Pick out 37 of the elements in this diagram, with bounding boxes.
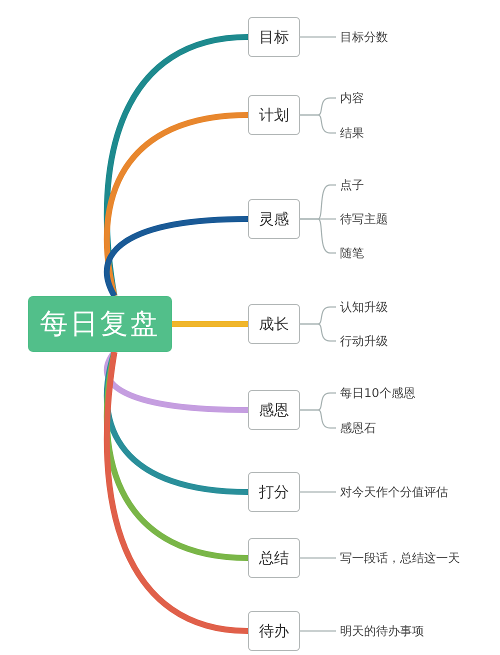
subtopic-text: 认知升级 [340,299,388,315]
subtopic-text: 行动升级 [340,333,388,349]
connector-line [300,491,336,493]
branch-line [172,321,248,327]
subtopic-text: 每日10个感恩 [340,385,416,401]
connector-line [300,114,336,134]
branch-line [104,352,248,634]
subtopic-text: 目标分数 [340,29,388,45]
branch-line [104,112,248,297]
topic-box: 成长 [248,304,300,344]
subtopic-text: 感恩石 [340,420,376,436]
connector-line [300,36,336,38]
subtopic-text: 待写主题 [340,211,388,227]
subtopic-text: 结果 [340,125,364,141]
subtopic-text: 随笔 [340,245,364,261]
topic-box: 感恩 [248,390,300,430]
topic-box: 待办 [248,611,300,651]
connector-line [300,409,336,429]
connector-line [300,323,336,342]
connector-line [300,630,336,632]
branch-line [104,216,248,298]
topic-box: 目标 [248,17,300,57]
topic-box: 打分 [248,472,300,512]
topic-box: 灵感 [248,199,300,239]
branch-line [104,34,248,296]
subtopic-text: 点子 [340,177,364,193]
topic-box: 计划 [248,95,300,135]
subtopic-text: 明天的待办事项 [340,623,424,639]
connector-line [300,218,336,254]
subtopic-text: 对今天作个分值评估 [340,484,448,500]
branch-line [104,351,248,495]
subtopic-text: 写一段话，总结这一天 [340,550,460,566]
connector-line [300,557,336,559]
subtopic-text: 内容 [340,90,364,106]
branch-line [104,350,248,413]
central-topic-box: 每日复盘 [28,296,172,352]
topic-box: 总结 [248,538,300,578]
